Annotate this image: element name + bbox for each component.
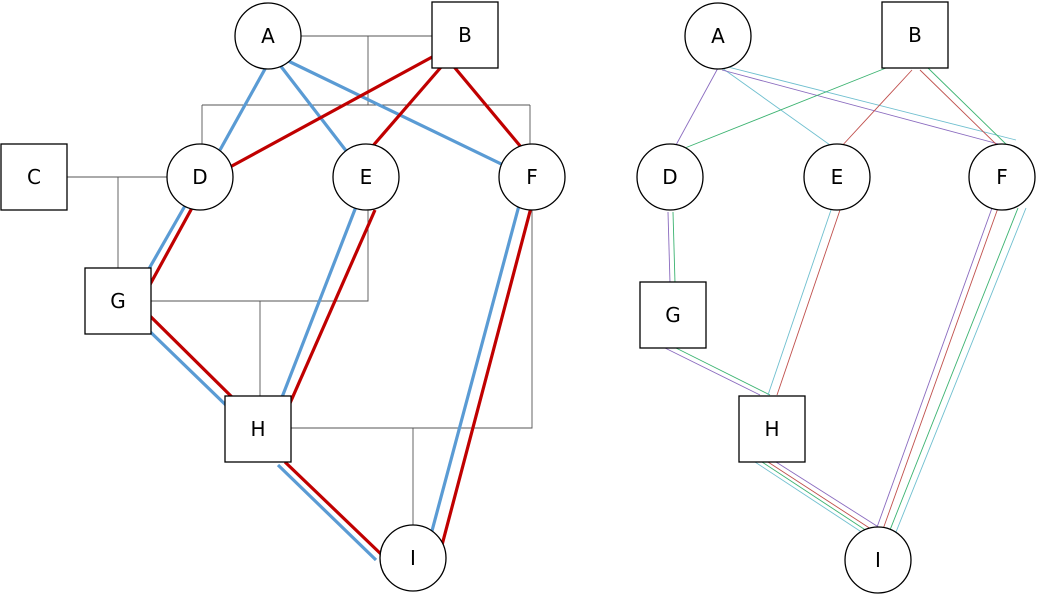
purple-edge-d-g [667, 211, 671, 284]
left-node-e-label: E [360, 165, 373, 189]
left-node-i[interactable]: I [379, 524, 447, 592]
red-edge-b-d [218, 54, 435, 175]
left-node-c[interactable]: C [0, 143, 68, 211]
right-nodes: A B D E F G H I [636, 1, 1036, 594]
teal-edge-h-i [754, 461, 867, 536]
green-edge-d-g [672, 211, 676, 284]
left-node-d-label: D [192, 165, 207, 189]
green-edge-g-h [675, 347, 771, 396]
purple-edge-f-i [875, 207, 993, 531]
red-edge-f-i [435, 199, 535, 565]
right-node-e-label: E [831, 165, 844, 189]
blue-edge-f-i [423, 197, 523, 558]
blue-edge-h-i [276, 463, 378, 562]
left-node-d[interactable]: D [166, 143, 234, 211]
left-node-g-label: G [110, 289, 126, 313]
red-edge-d-g [145, 196, 200, 291]
connector-g-e [150, 210, 369, 302]
left-node-h[interactable]: H [224, 395, 292, 463]
right-node-i[interactable]: I [844, 526, 912, 594]
left-nodes: A B C D E F G H [0, 1, 566, 592]
left-node-f[interactable]: F [498, 143, 566, 211]
darkred-edge-f-i [881, 207, 999, 533]
left-node-b[interactable]: B [431, 1, 499, 69]
blue-edge-a-e [274, 59, 349, 153]
purple-edge-g-h [664, 347, 761, 396]
left-node-c-label: C [27, 165, 41, 189]
left-node-a-label: A [261, 24, 275, 48]
green-edge-f-i [887, 207, 1019, 536]
right-node-d[interactable]: D [636, 143, 704, 211]
red-edge-b-e [363, 64, 444, 157]
right-node-a[interactable]: A [684, 2, 752, 70]
left-node-f-label: F [526, 165, 538, 189]
red-edge-g-h [144, 310, 242, 407]
right-node-g[interactable]: G [639, 281, 707, 349]
darkred-edge-h-i [767, 461, 875, 532]
red-edge-e-h [285, 209, 377, 411]
red-edge-h-i [283, 460, 385, 558]
green-edge-h-i [761, 461, 871, 534]
connector-h-f [291, 210, 533, 429]
teal-edge-f-i [893, 207, 1027, 538]
green-edge-b-f [927, 67, 1011, 149]
darkred-edge-e-h [776, 209, 841, 396]
teal-edge-a-e [721, 67, 831, 146]
red-edge-b-f [443, 54, 523, 149]
left-node-e[interactable]: E [332, 143, 400, 211]
right-node-h-label: H [764, 417, 779, 441]
right-node-b-label: B [908, 23, 922, 47]
left-red-paths [144, 54, 535, 565]
left-node-h-label: H [250, 417, 265, 441]
right-node-g-label: G [665, 303, 681, 327]
left-connector-lines [67, 35, 533, 525]
right-node-f-label: F [996, 165, 1008, 189]
left-node-b-label: B [458, 23, 472, 47]
blue-edge-g-h [136, 318, 234, 413]
right-node-i-label: I [875, 548, 881, 572]
purple-edge-a-f [721, 69, 1007, 147]
right-node-a-label: A [711, 24, 725, 48]
left-node-g[interactable]: G [84, 267, 152, 335]
blue-edge-a-d [218, 59, 272, 151]
blue-edge-e-h [277, 198, 361, 406]
purple-edge-h-i [775, 461, 881, 529]
right-node-e[interactable]: E [803, 143, 871, 211]
teal-edge-e-h [767, 209, 832, 396]
right-colored-paths [664, 65, 1027, 538]
teal-edge-a-f [723, 65, 1017, 141]
left-blue-paths [136, 56, 525, 562]
right-node-f[interactable]: F [968, 143, 1036, 211]
right-node-b[interactable]: B [881, 1, 949, 69]
blue-edge-a-f [281, 56, 525, 177]
left-node-i-label: I [410, 546, 416, 570]
purple-edge-a-d [675, 67, 719, 146]
left-node-a[interactable]: A [234, 2, 302, 70]
darkred-edge-b-f [919, 69, 1001, 149]
darkred-edge-b-e [839, 69, 913, 149]
green-edge-b-d [684, 67, 887, 149]
right-node-h[interactable]: H [738, 395, 806, 463]
right-node-d-label: D [662, 165, 677, 189]
